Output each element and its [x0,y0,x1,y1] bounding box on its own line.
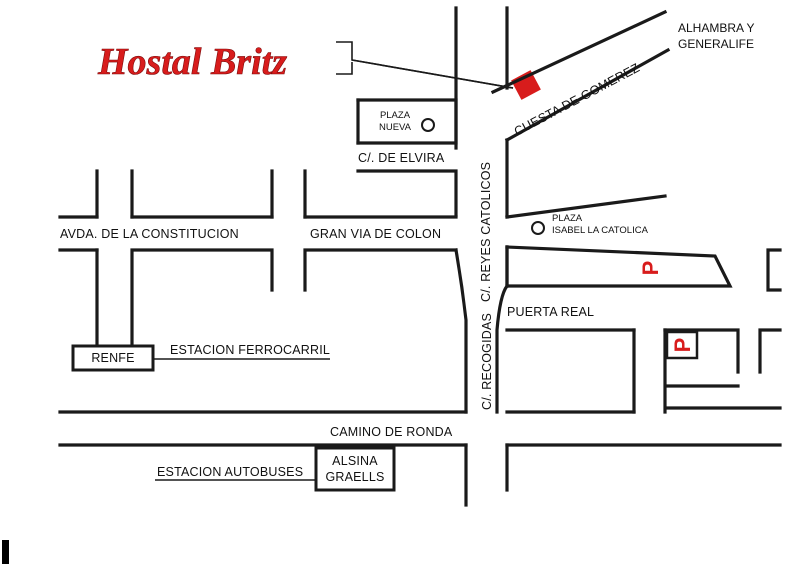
recogidas-label: C/. RECOGIDAS [480,313,494,410]
renfe-label: RENFE [91,351,134,365]
renfe-station-box[interactable] [71,344,155,372]
plaza-nueva-marker [421,118,435,132]
elvira-label: C/. DE ELVIRA [358,151,445,165]
alsina-label-1: ALSINA [332,454,378,468]
hotel-leader-lines [336,41,514,89]
scan-edge-mark [2,540,9,564]
svg-text:P: P [638,261,663,276]
estacion-autobuses-label: ESTACION AUTOBUSES [157,465,303,479]
plaza-isabel-label-2: ISABEL LA CATOLICA [552,225,649,236]
svg-text:P: P [670,338,695,353]
alhambra-label-2: GENERALIFE [678,37,754,51]
alhambra-label-1: ALHAMBRA Y [678,21,754,35]
camino-ronda-label: CAMINO DE RONDA [330,425,453,439]
plaza-isabel-label-1: PLAZA [552,213,583,224]
alsina-label-2: GRAELLS [325,470,384,484]
parking-icon-lower[interactable]: P [665,330,699,360]
reyes-label: C/. REYES CATOLICOS [479,162,493,302]
plaza-isabel-marker [531,221,545,235]
gran-via-label: GRAN VIA DE COLON [310,227,441,241]
alsina-graells-box[interactable] [314,446,396,492]
plaza-nueva-label-1: PLAZA [380,110,411,121]
parking-icon-upper[interactable]: P [638,261,663,276]
plaza-nueva-label-2: NUEVA [379,122,412,133]
constitucion-label: AVDA. DE LA CONSTITUCION [60,227,239,241]
estacion-ferrocarril-label: ESTACION FERROCARRIL [170,343,330,357]
hotel-marker[interactable] [511,70,541,100]
puerta-real-label: PUERTA REAL [507,305,594,319]
hotel-title: Hostal Britz [97,41,287,83]
road-network [58,6,782,507]
